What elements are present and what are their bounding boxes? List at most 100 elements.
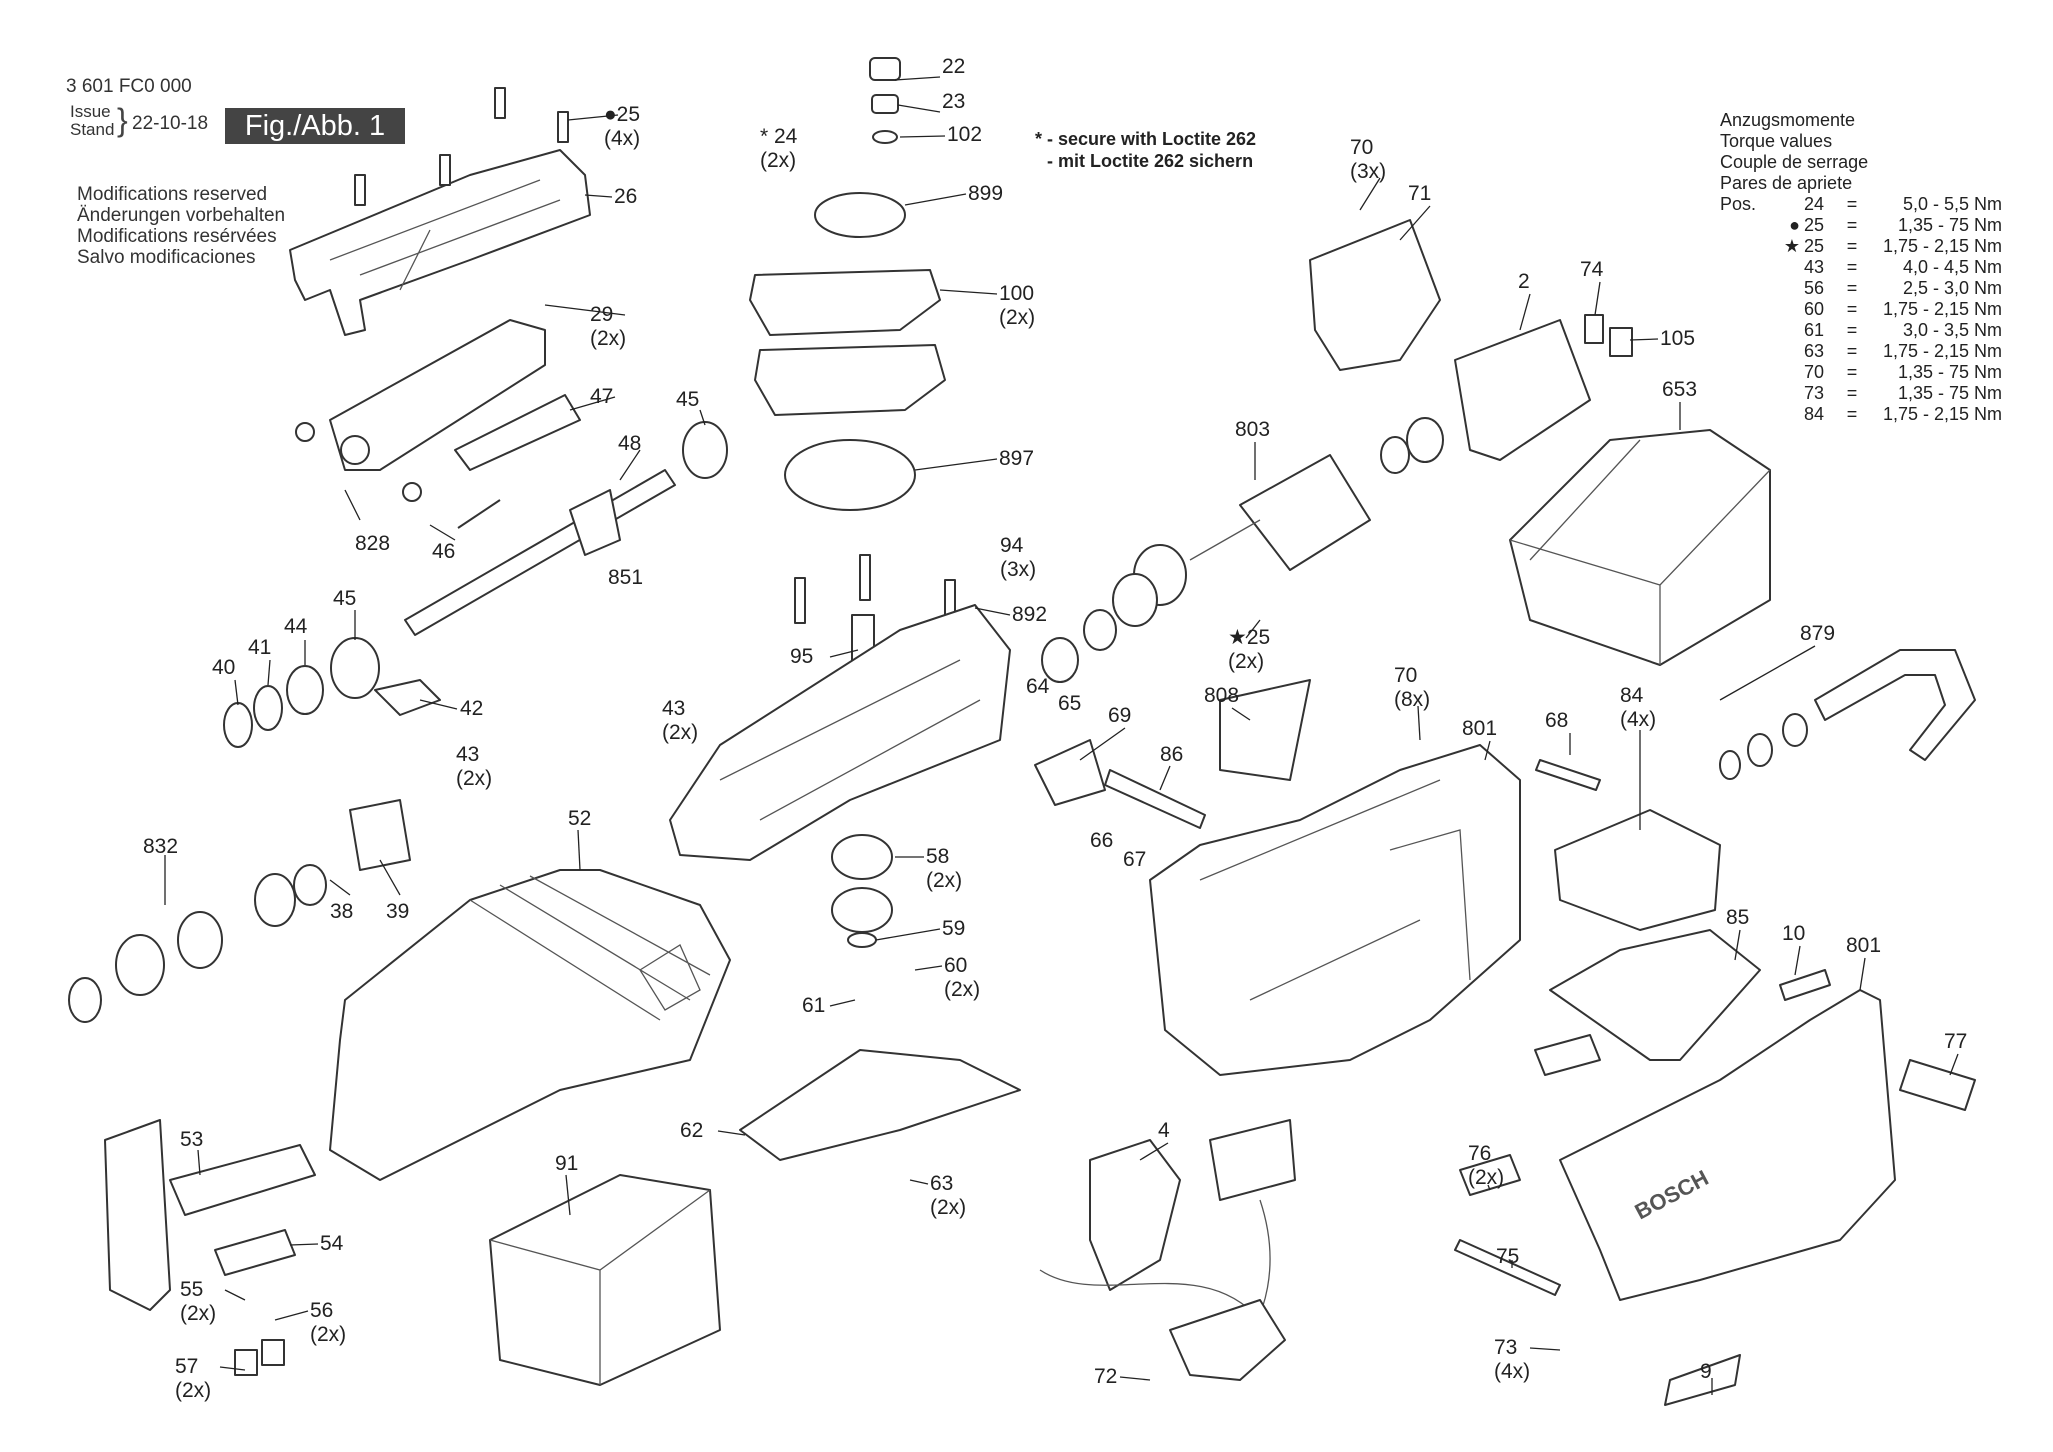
nose-boot — [329, 869, 731, 1181]
leader-line — [1119, 1376, 1151, 1381]
torque-title-de: Anzugsmomente — [1720, 110, 1856, 130]
callout-879: 879 — [1719, 622, 1835, 701]
gearbox-housing — [669, 604, 1011, 861]
part-number-label: 653 — [1662, 378, 1697, 401]
brace: } — [117, 102, 128, 138]
callout-45: 45 — [333, 587, 356, 640]
bearing-45 — [682, 421, 728, 479]
callout-808: 808 — [1204, 684, 1251, 721]
quantity-label: (3x) — [1350, 160, 1386, 183]
callout-45: 45 — [676, 388, 706, 426]
torque-value: 1,75 - 2,15 Nm — [1882, 236, 2002, 256]
callout-44: 44 — [284, 615, 308, 665]
battery-pack — [489, 1174, 721, 1386]
leader-line — [914, 458, 998, 471]
equals-sign: = — [1846, 278, 1858, 298]
lever-69 — [1034, 739, 1106, 806]
leader-line — [619, 449, 641, 481]
callout-53: 53 — [180, 1128, 203, 1176]
leader-line — [379, 859, 401, 896]
fan-housing-71 — [1309, 219, 1441, 371]
torque-position: 73 — [1804, 383, 1825, 403]
part-number-label: 74 — [1580, 258, 1604, 281]
equals-sign: = — [1846, 383, 1858, 403]
torque-row: 56=2,5 - 3,0 Nm — [1720, 278, 2002, 299]
equals-sign: = — [1846, 362, 1858, 382]
part-number-label: 26 — [614, 185, 637, 208]
leader-line — [974, 607, 1011, 616]
callout-10: 10 — [1782, 922, 1805, 976]
gear-897 — [784, 439, 916, 511]
part-number-label: 899 — [968, 182, 1003, 205]
quantity-label: (2x) — [999, 306, 1035, 329]
equals-sign: = — [1846, 236, 1858, 256]
callout-85: 85 — [1726, 906, 1749, 961]
modifications-de: Änderungen vorbehalten — [77, 205, 286, 226]
callout-65: 65 — [1058, 692, 1081, 715]
part-number-label: 62 — [680, 1119, 703, 1142]
callout-72: 72 — [1094, 1365, 1151, 1388]
leader-line — [419, 699, 458, 710]
torque-position: 84 — [1804, 404, 1825, 424]
leader-line — [1231, 707, 1251, 721]
leader-line — [699, 409, 706, 426]
issue-date: 22-10-18 — [132, 113, 209, 134]
part-number-label: 67 — [1123, 848, 1146, 871]
torque-row: 43=4,0 - 4,5 Nm — [1720, 257, 2002, 278]
callout-102: 102 — [899, 123, 982, 146]
equals-sign: = — [1846, 215, 1858, 235]
callout-59: 59 — [875, 917, 965, 941]
callout-42: 42 — [419, 697, 483, 720]
part-number-label: 76 — [1468, 1142, 1491, 1165]
torque-row: 73=1,35 - 75 Nm — [1720, 383, 2002, 404]
torque-row: ★25 = 1,75 - 2,15 Nm — [1720, 236, 2002, 257]
part-number-label: 39 — [386, 900, 409, 923]
torque-value: 5,0 - 5,5 Nm — [1902, 194, 2002, 214]
part-number-label: 43 — [456, 743, 479, 766]
callout-43: 43(2x) — [456, 743, 492, 790]
leader-line — [224, 1289, 246, 1301]
callout-803: 803 — [1235, 418, 1270, 480]
leader-line — [234, 679, 239, 706]
quantity-label: (2x) — [760, 149, 796, 172]
part-number-label: 71 — [1408, 182, 1431, 205]
callout-46: 46 — [429, 524, 455, 563]
part-number-label: 801 — [1462, 717, 1497, 740]
callout-71: 71 — [1399, 182, 1431, 241]
part-number-label: 68 — [1545, 709, 1568, 732]
leader-line — [1159, 765, 1171, 791]
leader-line — [584, 194, 613, 198]
callout-4: 4 — [1139, 1119, 1170, 1161]
torque-position: 25 — [1804, 236, 1825, 256]
torque-position: 60 — [1804, 299, 1825, 319]
part-number-label: 95 — [790, 645, 813, 668]
leader-line — [894, 76, 941, 81]
screws-25 — [354, 87, 569, 206]
bottom-plate — [739, 1049, 1021, 1161]
part-number-label: 53 — [180, 1128, 203, 1151]
part-number-label: 85 — [1726, 906, 1749, 929]
part-number-label: 63 — [930, 1172, 953, 1195]
figure-label: Fig./Abb. 1 — [225, 108, 405, 144]
torque-value: 1,35 - 75 Nm — [1897, 362, 2002, 382]
callout-91: 91 — [555, 1152, 578, 1216]
callout-63: 63(2x) — [909, 1172, 966, 1219]
callout-75: 75 — [1496, 1245, 1519, 1268]
armature — [1239, 454, 1371, 571]
part-number-label: 70 — [1350, 136, 1373, 159]
quantity-label: (4x) — [1494, 1360, 1530, 1383]
callout-55: 55(2x) — [180, 1278, 246, 1325]
part-number-label: 851 — [608, 566, 643, 589]
quantity-label: (2x) — [310, 1323, 346, 1346]
callout-69: 69 — [1079, 704, 1131, 761]
part-number-label: 58 — [926, 845, 949, 868]
quantity-label: (2x) — [944, 978, 980, 1001]
part-number-label: 52 — [568, 807, 591, 830]
leader-line — [909, 1179, 929, 1185]
callout-70: 70(8x) — [1394, 664, 1430, 741]
callout-897: 897 — [914, 447, 1034, 471]
part-number-label: 45 — [676, 388, 699, 411]
torque-marker: ★ — [1783, 236, 1800, 256]
quantity-label: (2x) — [180, 1302, 216, 1325]
